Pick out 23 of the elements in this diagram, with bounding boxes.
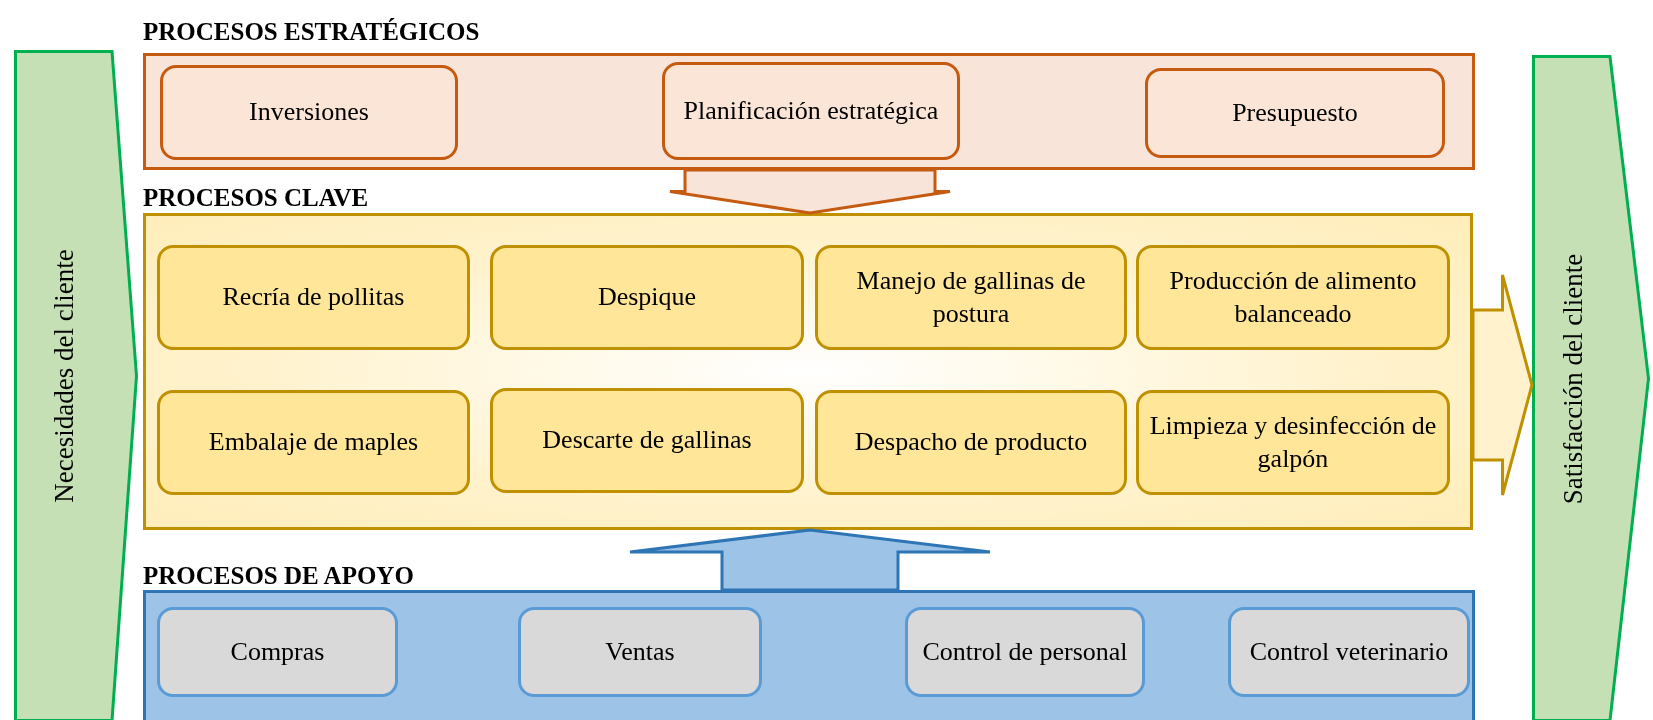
process-box: Inversiones [160, 65, 458, 160]
process-box: Producción de alimento balanceado [1136, 245, 1450, 350]
process-box: Descarte de gallinas [490, 388, 804, 493]
block-arrow [1471, 273, 1534, 497]
process-box: Control de personal [905, 607, 1145, 697]
chevron-label: Satisfacción del cliente [1557, 253, 1589, 504]
process-box: Despacho de producto [815, 390, 1127, 495]
process-box: Presupuesto [1145, 68, 1445, 158]
process-box: Despique [490, 245, 804, 350]
process-box: Control veterinario [1228, 607, 1470, 697]
block-arrow [668, 168, 952, 215]
section-heading: PROCESOS CLAVE [143, 184, 369, 212]
process-box: Ventas [518, 607, 762, 697]
section-heading: PROCESOS ESTRATÉGICOS [143, 18, 480, 46]
process-box: Limpieza y desinfección de galpón [1136, 390, 1450, 495]
process-box: Planificación estratégica [662, 62, 960, 160]
block-arrow [628, 528, 992, 592]
chevron-label: Necesidades del cliente [48, 249, 80, 503]
process-box: Manejo de gallinas de postura [815, 245, 1127, 350]
section-heading: PROCESOS DE APOYO [143, 562, 414, 590]
process-box: Compras [157, 607, 398, 697]
process-box: Embalaje de maples [157, 390, 470, 495]
process-box: Recría de pollitas [157, 245, 470, 350]
